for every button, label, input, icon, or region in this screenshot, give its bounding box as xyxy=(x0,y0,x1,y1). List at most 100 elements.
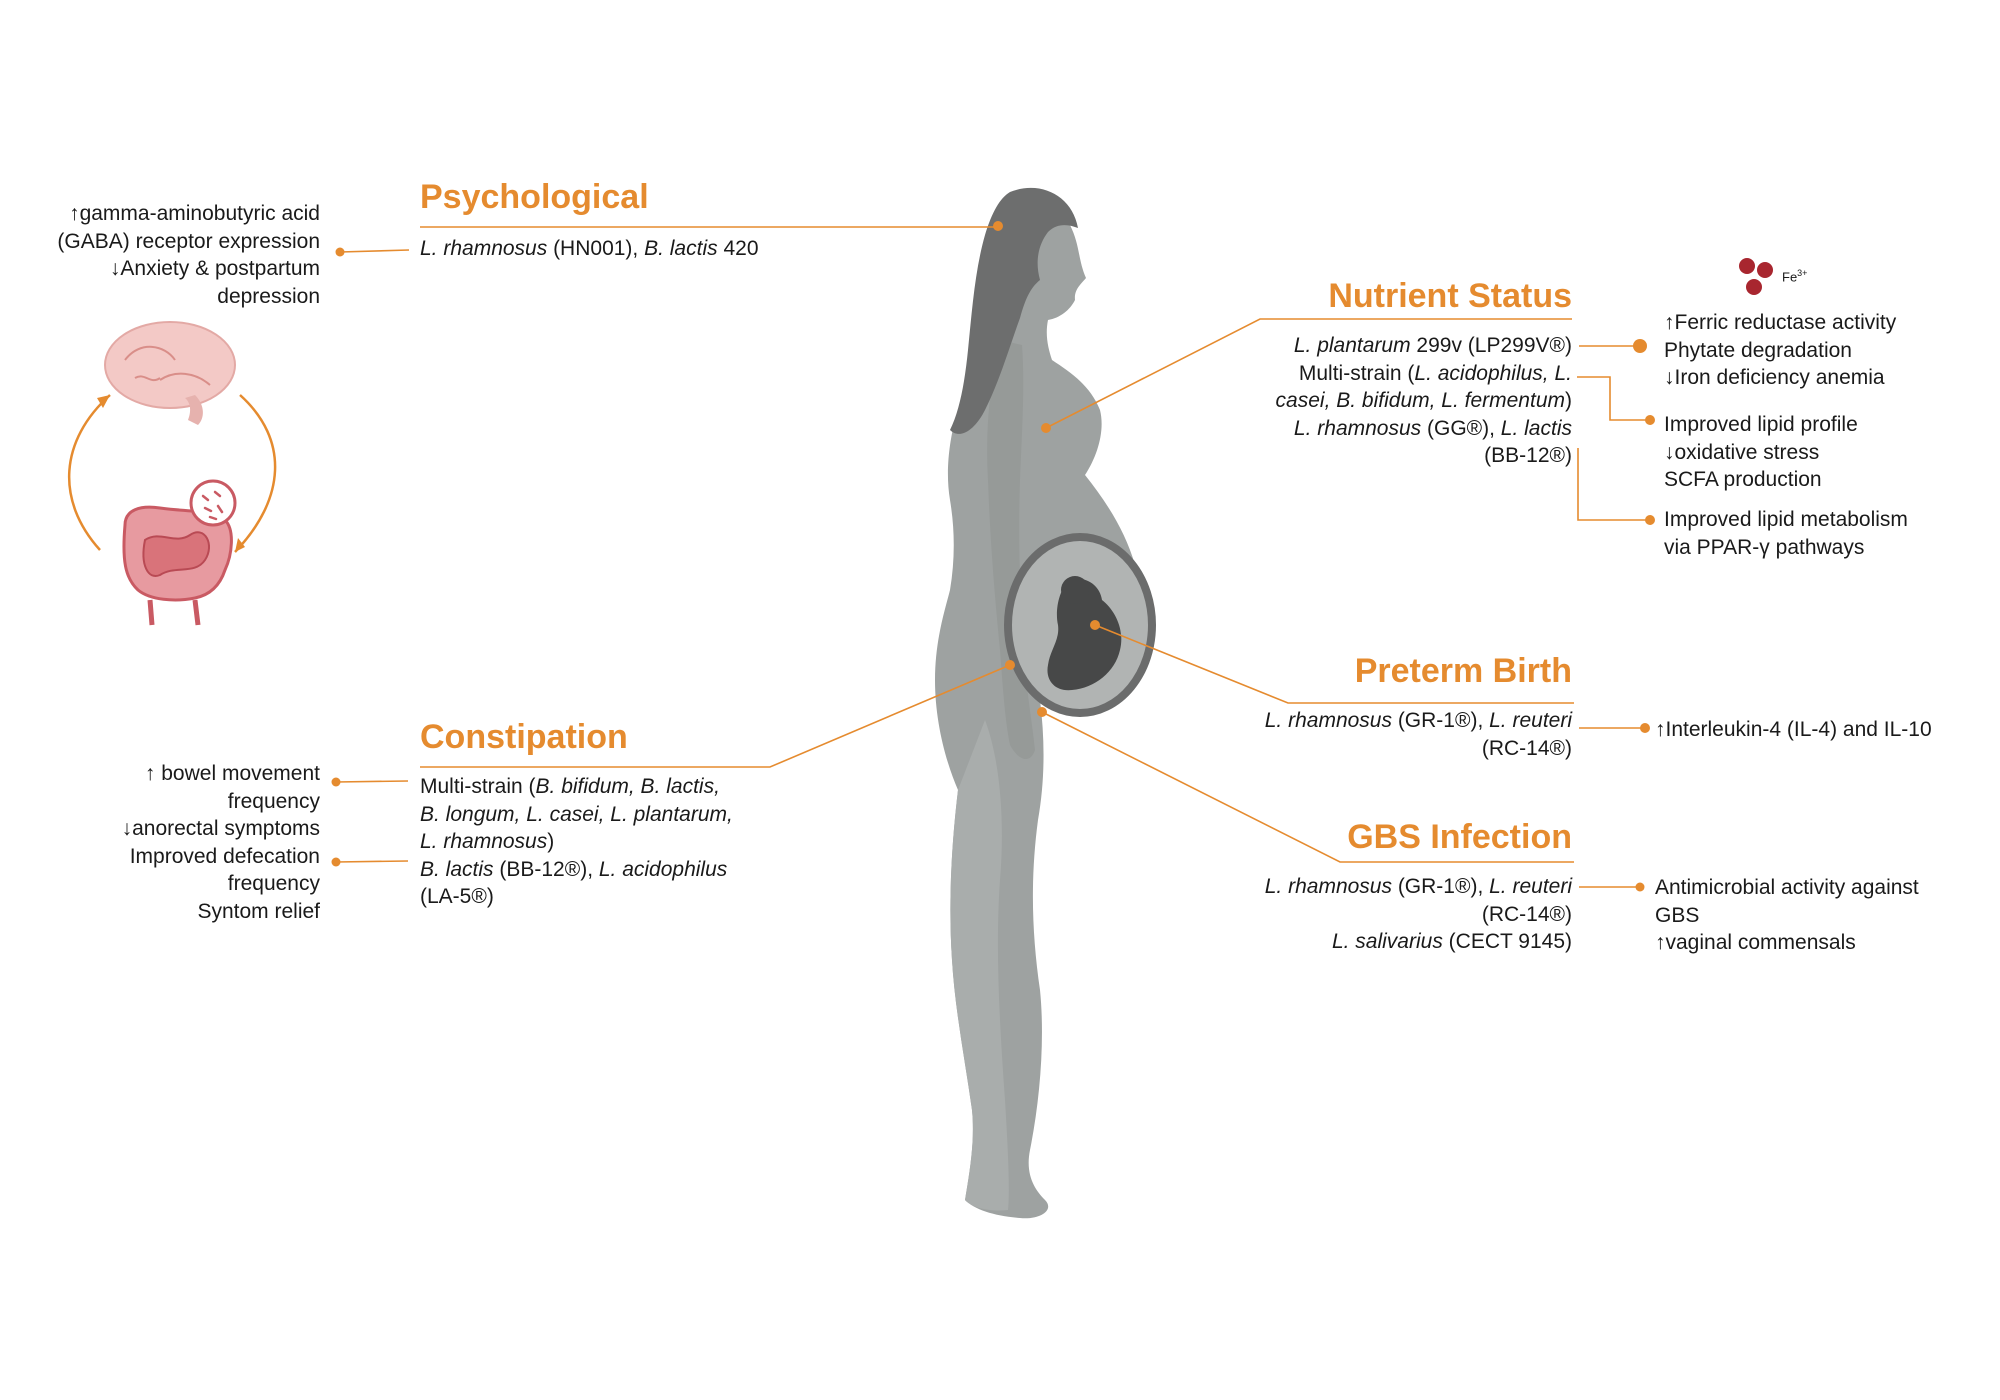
effect-line: ↑ bowel movement xyxy=(144,762,320,785)
constipation-title: Constipation xyxy=(420,718,628,756)
effect-line: Phytate degradation xyxy=(1664,338,1852,362)
strain-text: (GR-1®), xyxy=(1391,709,1490,732)
strain-line: casei, B. bifidum, L. fermentum) xyxy=(1172,387,1572,415)
strain-line: B. lactis (BB-12®), L. acidophilus xyxy=(420,856,733,884)
strain-line: (RC-14®) xyxy=(1172,735,1572,763)
nutrient-effects-ppar: Improved lipid metabolism via PPAR-γ pat… xyxy=(1664,506,1908,561)
strain-text: (GG®), xyxy=(1421,416,1501,440)
iron-charge: 3+ xyxy=(1797,268,1808,278)
strain-line: L. rhamnosus) xyxy=(420,828,733,856)
effect-line: Improved defecation xyxy=(129,844,320,868)
strain-name: L. lactis xyxy=(1500,416,1572,440)
strain-line: L. plantarum 299v (LP299V®) xyxy=(1172,332,1572,360)
preterm-strains: L. rhamnosus (GR-1®), L. reuteri(RC-14®) xyxy=(1172,707,1572,762)
strain-name: L. rhamnosus xyxy=(1293,416,1422,440)
effect-line: ↓oxidative stress xyxy=(1664,440,1820,464)
effect-line: ↓anorectal symptoms xyxy=(121,817,320,840)
strain-text: (RC-14®) xyxy=(1481,902,1572,926)
strain-line: Multi-strain (L. acidophilus, L. xyxy=(1172,360,1572,388)
strain-text: (BB-12®), xyxy=(493,857,599,881)
effect-line: via PPAR-γ pathways xyxy=(1664,535,1865,559)
pregnant-woman-silhouette xyxy=(935,187,1156,1219)
effect-line: Improved lipid profile xyxy=(1664,413,1858,436)
strain-line: L. salivarius (CECT 9145) xyxy=(1172,928,1572,956)
strain-line: (LA-5®) xyxy=(420,883,733,911)
fetus-head xyxy=(1061,576,1089,604)
bacteria-magnifier-icon xyxy=(189,479,237,527)
effect-line: ↑vaginal commensals xyxy=(1655,931,1856,954)
constipation-strains: Multi-strain (B. bifidum, B. lactis,B. l… xyxy=(420,773,733,911)
nutrient-effects-lipid: Improved lipid profile ↓oxidative stress… xyxy=(1664,411,1858,494)
strain-line: Multi-strain (B. bifidum, B. lactis, xyxy=(420,773,733,801)
strain-name: L. acidophilus xyxy=(598,857,728,881)
effect-line: Syntom relief xyxy=(197,899,320,923)
effect-line: ↓Iron deficiency anemia xyxy=(1664,366,1885,389)
strain-text: (CECT 9145) xyxy=(1442,930,1572,953)
strain-name: B. lactis xyxy=(644,237,718,260)
strain-name: L. plantarum xyxy=(1293,334,1411,357)
effect-line: Antimicrobial activity against xyxy=(1655,876,1919,899)
nutrient-status-title: Nutrient Status xyxy=(1328,277,1572,315)
effect-line: SCFA production xyxy=(1664,468,1822,491)
strain-name: L. reuteri xyxy=(1489,875,1572,898)
strain-line: L. rhamnosus (GR-1®), L. reuteri xyxy=(1172,873,1572,901)
nutrient-strains: L. plantarum 299v (LP299V®)Multi-strain … xyxy=(1172,332,1572,470)
effect-line: frequency xyxy=(227,872,320,895)
effect-line: ↑Interleukin-4 (IL-4) and IL-10 xyxy=(1655,718,1932,741)
strain-line: (BB-12®) xyxy=(1172,442,1572,470)
effect-line: GBS xyxy=(1655,903,1700,927)
strain-name: L. reuteri xyxy=(1489,709,1572,732)
woman-hair xyxy=(950,187,1078,434)
strain-text: 420 xyxy=(717,237,759,260)
intestine-icon xyxy=(122,505,233,626)
iron-symbol: Fe xyxy=(1782,269,1798,285)
connector-dots xyxy=(331,221,1655,892)
nutrient-effects-iron: ↑Ferric reductase activity Phytate degra… xyxy=(1664,309,1896,392)
strain-text: Multi-strain ( xyxy=(1298,361,1415,385)
strain-text: (GR-1®), xyxy=(1391,875,1490,898)
strain-line: L. rhamnosus (GG®), L. lactis xyxy=(1172,415,1572,443)
strain-text: ) xyxy=(1565,389,1572,412)
effect-line: ↑Ferric reductase activity xyxy=(1664,311,1897,334)
strain-name: B. bifidum, B. lactis, xyxy=(535,775,720,798)
woman-back-leg xyxy=(950,720,1009,1211)
strain-text: 299v (LP299V®) xyxy=(1410,334,1572,357)
gbs-strains: L. rhamnosus (GR-1®), L. reuteri(RC-14®)… xyxy=(1172,873,1572,956)
preterm-effects: ↑Interleukin-4 (IL-4) and IL-10 xyxy=(1655,716,1932,744)
effect-line: ↑gamma-aminobutyric acid xyxy=(69,202,320,225)
strain-name: B. longum, L. casei, L. plantarum, xyxy=(420,802,733,826)
strain-name: L. rhamnosus xyxy=(420,237,548,260)
connector-lines xyxy=(335,226,1650,888)
strain-text: Multi-strain ( xyxy=(420,775,536,798)
strain-line: L. rhamnosus (GR-1®), L. reuteri xyxy=(1172,707,1572,735)
effect-line: Improved lipid metabolism xyxy=(1664,508,1908,531)
strain-name: L. salivarius xyxy=(1331,930,1443,953)
strain-name: casei, B. bifidum, L. fermentum xyxy=(1275,389,1565,412)
strain-text: ) xyxy=(547,830,555,853)
fetus-icon xyxy=(1047,578,1122,691)
strain-text: (BB-12®) xyxy=(1484,444,1572,467)
iron-molecules-icon xyxy=(1739,258,1773,295)
effect-line: depression xyxy=(217,284,320,308)
strain-text: (RC-14®) xyxy=(1481,736,1572,760)
strain-line: (RC-14®) xyxy=(1172,901,1572,929)
effect-line: ↓Anxiety & postpartum xyxy=(109,257,320,280)
effect-line: frequency xyxy=(227,789,320,813)
strain-name: B. lactis xyxy=(420,857,494,881)
effect-line: (GABA) receptor expression xyxy=(57,229,320,253)
constipation-effects: ↑ bowel movement frequency ↓anorectal sy… xyxy=(0,760,320,925)
psychological-effects: ↑gamma-aminobutyric acid (GABA) receptor… xyxy=(0,200,320,310)
psychological-title: Psychological xyxy=(420,178,649,216)
strain-text: (HN001), xyxy=(547,237,645,260)
strain-name: L. acidophilus, L. xyxy=(1414,361,1572,385)
gut-brain-axis-arrows xyxy=(68,394,277,553)
gbs-effects: Antimicrobial activity against GBS ↑vagi… xyxy=(1655,874,1919,957)
gbs-infection-title: GBS Infection xyxy=(1347,818,1572,856)
iron-label: Fe3+ xyxy=(1782,268,1807,284)
brain-icon xyxy=(104,321,236,425)
strain-line: B. longum, L. casei, L. plantarum, xyxy=(420,801,733,829)
strain-name: L. rhamnosus xyxy=(1264,709,1392,732)
strain-name: L. rhamnosus xyxy=(1264,875,1392,898)
psychological-strains: L. rhamnosus (HN001), B. lactis 420 xyxy=(420,235,759,263)
